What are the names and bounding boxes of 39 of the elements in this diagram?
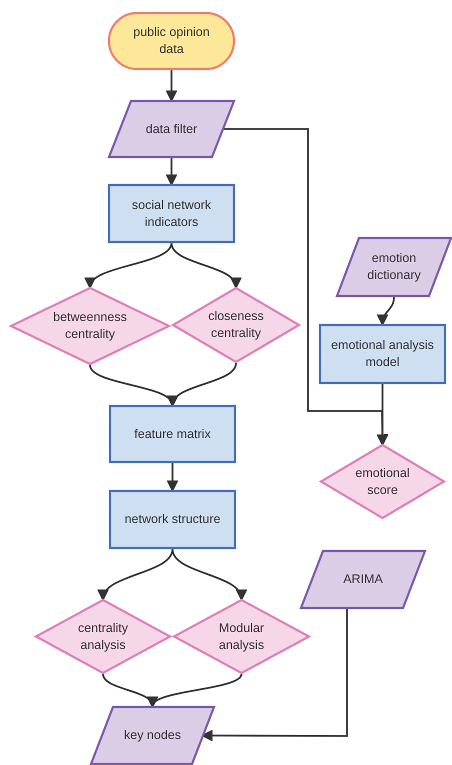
arrow (166, 158, 178, 186)
node-label: closeness centrality (207, 308, 265, 342)
arrow (172, 548, 246, 601)
arrow (376, 384, 388, 446)
process-box (109, 405, 236, 463)
arrow (87, 242, 172, 289)
arrow (170, 242, 240, 289)
process-box (109, 490, 236, 549)
node-label: emotional score (354, 464, 411, 498)
node-label: emotional analysis model (330, 337, 435, 371)
data-parallelogram (90, 706, 215, 765)
node-label: data filter (146, 120, 198, 138)
arrow (166, 463, 178, 492)
data-parallelogram (300, 550, 426, 609)
process-box (319, 324, 446, 384)
decision-diamond (173, 599, 310, 674)
node-label: key nodes (124, 727, 181, 744)
node-label: feature matrix (134, 426, 211, 442)
arrow (201, 609, 348, 742)
node-label: network structure (124, 511, 220, 528)
decision-diamond (10, 287, 170, 365)
node-label: Modular analysis (218, 620, 266, 654)
data-parallelogram (108, 100, 235, 158)
arrow (99, 548, 174, 601)
decision-diamond (35, 599, 171, 674)
decision-diamond (320, 444, 445, 519)
terminal-shape (108, 12, 235, 70)
arrow (166, 70, 178, 102)
process-box (108, 184, 235, 243)
node-label: centrality analysis (76, 620, 130, 654)
node-label: betweenness centrality (52, 309, 128, 343)
node-label: public opinion data (132, 24, 211, 58)
node-label: emotion dictionary (366, 250, 422, 284)
decision-diamond (172, 287, 300, 363)
node-label: social network indicators (130, 196, 212, 230)
node-label: ARIMA (343, 571, 383, 588)
arrow (169, 362, 237, 407)
arrow (377, 296, 395, 326)
data-parallelogram (336, 237, 452, 297)
